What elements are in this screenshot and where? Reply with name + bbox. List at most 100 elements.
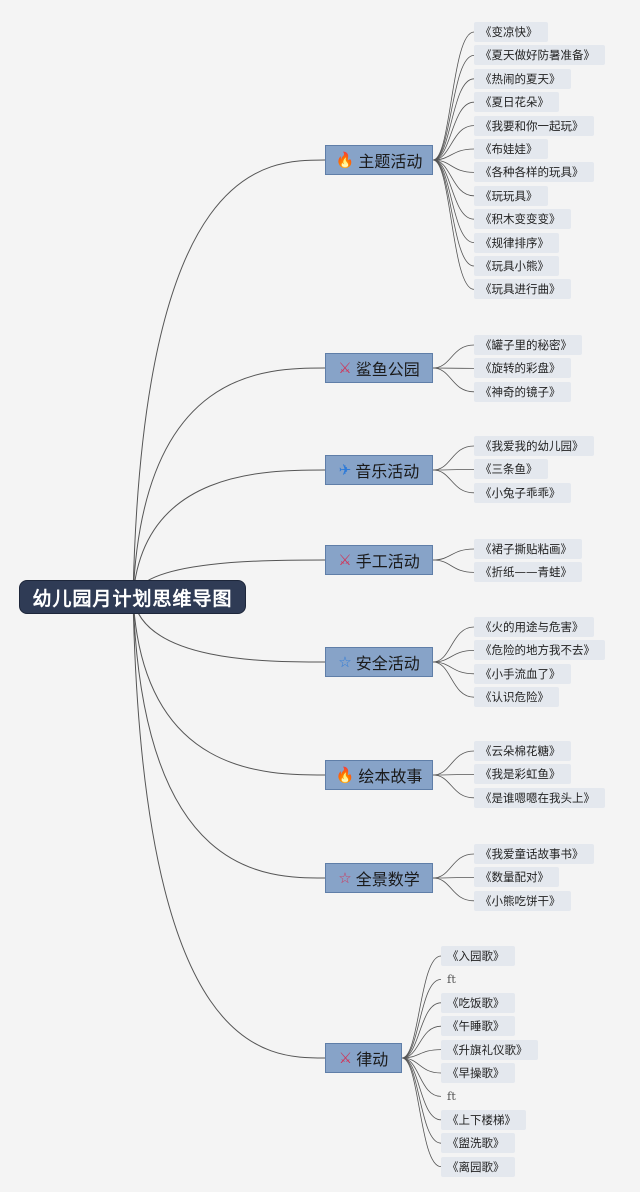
leaf-item[interactable]: 《热闹的夏天》 xyxy=(474,68,571,89)
connector-line xyxy=(401,1057,442,1121)
leaf-item[interactable]: 《三条鱼》 xyxy=(474,459,548,480)
leaf-item[interactable]: 《我爱我的幼儿园》 xyxy=(474,436,594,456)
leaf-item[interactable]: 《神奇的镜子》 xyxy=(474,381,571,402)
connector-line xyxy=(132,469,326,598)
connector-line xyxy=(432,774,475,799)
leaf-item[interactable]: 《规律排序》 xyxy=(474,232,559,253)
branch-node-3[interactable]: ✈音乐活动 xyxy=(325,455,433,485)
leaf-item[interactable]: 《吃饭歌》 xyxy=(441,992,515,1013)
connector-line xyxy=(132,159,326,598)
magic-wand-icon: ⚔ xyxy=(338,550,352,569)
connector-line xyxy=(432,626,475,663)
connector-line xyxy=(401,955,442,1059)
leaf-item[interactable]: 《玩具进行曲》 xyxy=(474,279,571,300)
connector-line xyxy=(132,596,326,879)
leaf-item[interactable]: 《云朵棉花糖》 xyxy=(474,741,571,761)
connector-line xyxy=(432,78,475,161)
leaf-item[interactable]: 《各种各样的玩具》 xyxy=(474,162,594,183)
leaf-item[interactable]: ft xyxy=(447,972,456,987)
branch-label: 主题活动 xyxy=(358,152,423,171)
branch-node-5[interactable]: ☆安全活动 xyxy=(325,647,433,677)
leaf-item[interactable]: 《盥洗歌》 xyxy=(441,1133,515,1154)
connector-line xyxy=(132,596,326,663)
connector-line xyxy=(432,559,475,573)
connector-line xyxy=(401,1057,442,1144)
connector-line xyxy=(432,774,475,776)
connector-line xyxy=(432,469,475,471)
connector-line xyxy=(432,344,475,369)
connector-line xyxy=(432,650,475,663)
connector-line xyxy=(401,1002,442,1059)
connector-line xyxy=(432,750,475,776)
magic-wand-icon: ⚔ xyxy=(338,1048,353,1067)
connector-line xyxy=(432,853,475,879)
magic-wand-icon: ⚔ xyxy=(338,358,352,377)
connector-line xyxy=(432,159,475,267)
leaf-item[interactable]: 《变凉快》 xyxy=(474,22,548,42)
leaf-item[interactable]: 《我爱童话故事书》 xyxy=(474,844,594,864)
leaf-item[interactable]: 《认识危险》 xyxy=(474,687,559,708)
leaf-item[interactable]: 《小手流血了》 xyxy=(474,663,571,684)
leaf-item[interactable]: 《火的用途与危害》 xyxy=(474,617,594,637)
connector-line xyxy=(432,159,475,290)
branch-label: 全景数学 xyxy=(355,870,420,889)
connector-line xyxy=(432,661,475,698)
root-node[interactable]: 幼儿园月计划思维导图 xyxy=(19,580,246,614)
leaf-item[interactable]: 《午睡歌》 xyxy=(441,1016,515,1037)
connector-line xyxy=(401,1049,442,1059)
leaf-item[interactable]: 《数量配对》 xyxy=(474,867,559,888)
paper-plane-icon: ✈ xyxy=(338,460,352,479)
leaf-item[interactable]: 《我要和你一起玩》 xyxy=(474,115,594,136)
connector-line xyxy=(432,148,475,161)
leaf-item[interactable]: ft xyxy=(447,1089,456,1104)
branch-label: 安全活动 xyxy=(355,654,420,673)
connector-line xyxy=(401,1025,442,1059)
leaf-item[interactable]: 《是谁嗯嗯在我头上》 xyxy=(474,787,605,808)
flame-icon: 🔥 xyxy=(335,765,355,784)
connector-line xyxy=(432,445,475,471)
leaf-item[interactable]: 《早操歌》 xyxy=(441,1063,515,1083)
connector-line xyxy=(132,367,326,598)
leaf-item[interactable]: 《危险的地方我不去》 xyxy=(474,640,605,661)
leaf-item[interactable]: 《小熊吃饼干》 xyxy=(474,890,571,911)
leaf-item[interactable]: 《离园歌》 xyxy=(441,1156,515,1177)
leaf-item[interactable]: 《玩具小熊》 xyxy=(474,256,559,276)
branch-node-2[interactable]: ⚔鲨鱼公园 xyxy=(325,353,433,383)
connector-line xyxy=(401,979,442,1059)
connector-line xyxy=(432,55,475,161)
leaf-item[interactable]: 《升旗礼仪歌》 xyxy=(441,1039,538,1060)
connector-line xyxy=(432,125,475,161)
branch-node-8[interactable]: ⚔律动 xyxy=(325,1043,402,1073)
branch-node-4[interactable]: ⚔手工活动 xyxy=(325,545,433,575)
leaf-item[interactable]: 《小兔子乖乖》 xyxy=(474,482,571,503)
leaf-item[interactable]: 《裙子撕贴粘画》 xyxy=(474,539,582,559)
leaf-item[interactable]: 《旋转的彩盘》 xyxy=(474,358,571,379)
leaf-item[interactable]: 《折纸——青蛙》 xyxy=(474,562,582,583)
leaf-item[interactable]: 《罐子里的秘密》 xyxy=(474,335,582,355)
leaf-item[interactable]: 《夏天做好防暑准备》 xyxy=(474,45,605,66)
leaf-item[interactable]: 《布娃娃》 xyxy=(474,139,548,159)
connector-line xyxy=(432,877,475,902)
leaf-item[interactable]: 《入园歌》 xyxy=(441,946,515,966)
leaf-item[interactable]: 《积木变变变》 xyxy=(474,209,571,230)
branch-node-6[interactable]: 🔥绘本故事 xyxy=(325,760,433,790)
connector-line xyxy=(432,31,475,161)
leaf-item[interactable]: 《玩玩具》 xyxy=(474,185,548,206)
leaf-item[interactable]: 《上下楼梯》 xyxy=(441,1109,526,1130)
connector-line xyxy=(401,1057,442,1167)
connector-line xyxy=(432,367,475,393)
branch-label: 绘本故事 xyxy=(358,767,423,786)
branch-label: 手工活动 xyxy=(355,552,420,571)
star-outline-icon: ☆ xyxy=(338,652,352,671)
connector-line xyxy=(432,548,475,561)
leaf-item[interactable]: 《夏日花朵》 xyxy=(474,92,559,113)
connector-line xyxy=(132,596,326,776)
leaf-item[interactable]: 《我是彩虹鱼》 xyxy=(474,764,571,785)
connector-line xyxy=(432,159,475,220)
connector-line xyxy=(132,596,326,1059)
connector-line xyxy=(432,469,475,494)
branch-node-7[interactable]: ☆全景数学 xyxy=(325,863,433,893)
branch-node-1[interactable]: 🔥主题活动 xyxy=(325,145,433,175)
